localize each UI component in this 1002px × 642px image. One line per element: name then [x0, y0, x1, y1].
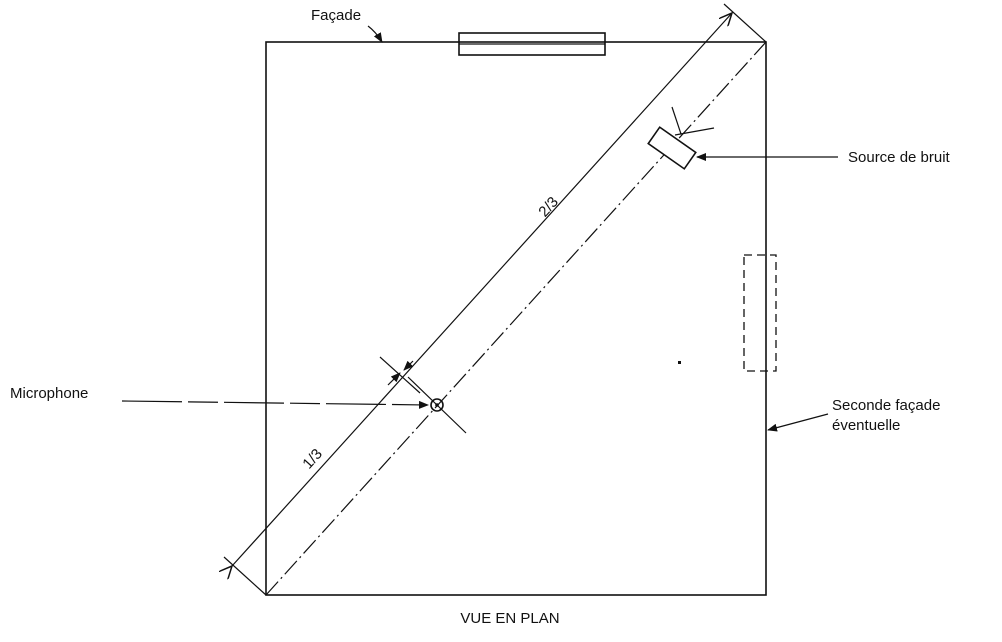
microphone-label: Microphone	[10, 385, 88, 402]
microphone-icon	[430, 398, 444, 412]
room-diagonal	[265, 41, 767, 596]
dimension-line	[232, 13, 732, 566]
noise-source-label: Source de bruit	[848, 149, 951, 166]
stray-dot	[678, 361, 681, 364]
ratio-lower-label: 1/3	[299, 446, 326, 473]
loudspeaker-icon	[647, 126, 697, 170]
loudspeaker-axis-b	[674, 127, 715, 136]
microphone-crosshair	[407, 376, 467, 434]
second-facade-label: Seconde façade	[832, 397, 940, 414]
ratio-upper-label: 2/3	[535, 194, 562, 221]
division-arrow-b	[403, 360, 414, 371]
second-facade-label-line2: éventuelle	[832, 417, 900, 434]
loudspeaker-axis-a	[671, 106, 682, 135]
extension-line-top	[723, 3, 767, 43]
microphone-leader	[121, 400, 429, 409]
caption: VUE EN PLAN	[460, 610, 559, 627]
second-facade-leader	[767, 413, 829, 432]
second-facade-window	[743, 254, 777, 372]
division-tick	[379, 356, 421, 394]
facade-label: Façade	[311, 7, 361, 24]
facade-leader	[367, 25, 383, 43]
extension-line-bottom	[223, 556, 267, 596]
division-arrow-a	[387, 372, 401, 386]
